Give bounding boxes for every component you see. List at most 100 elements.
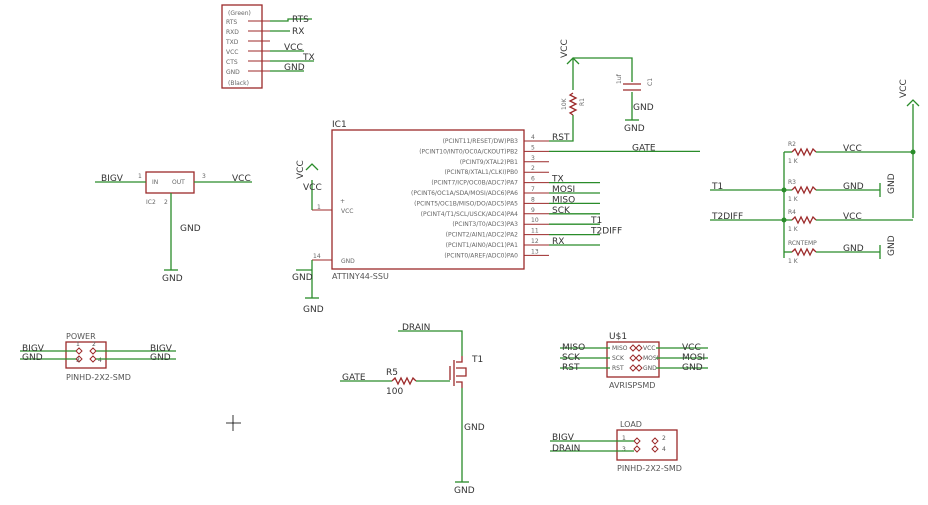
isp-name: U$1 xyxy=(609,332,627,342)
r3-resistor xyxy=(791,185,817,195)
ic1-pin-num-1: 1 xyxy=(317,204,321,211)
ic1-vcc-arrow xyxy=(305,163,319,171)
vcc-right-label: VCC xyxy=(899,79,909,98)
net-t1: T1 xyxy=(711,182,723,192)
power-pin-3: 3 xyxy=(76,357,80,364)
ic1-net-label: T1 xyxy=(590,216,602,226)
mosfet-gnd-net: GND xyxy=(464,423,485,433)
sensor-network[interactable]: VCC R2 1 K R3 1 K R4 1 K RCNTEMP 1 K T1 … xyxy=(710,79,920,265)
r1-value: 10K xyxy=(561,97,568,110)
rcntemp-resistor xyxy=(791,247,817,257)
ic1-pin-label: (PCINT0/AREF/ADC0)PA0 xyxy=(444,252,518,259)
load-pin-1: 1 xyxy=(622,435,626,442)
isp-part: AVRISPSMD xyxy=(609,381,655,390)
ftdi-label-vcc: VCC xyxy=(226,49,238,56)
ic1-net-label: TX xyxy=(551,175,564,185)
ic2-name: IC2 xyxy=(146,199,156,206)
r4-value: 1 K xyxy=(788,226,799,233)
ic1-pin-num: 4 xyxy=(531,134,535,141)
ic1-pin-num: 12 xyxy=(531,238,539,245)
ic2-pin-out: 3 xyxy=(202,173,206,180)
vcc-r1-label: VCC xyxy=(560,39,570,58)
ftdi-label-black: (Black) xyxy=(228,80,249,87)
r5-name: R5 xyxy=(386,368,398,378)
isp-net-rst: RST xyxy=(562,363,580,373)
ic2-net-gnd: GND xyxy=(180,224,201,234)
power-part: PINHD-2X2-SMD xyxy=(66,373,131,382)
power-connector[interactable]: POWER PINHD-2X2-SMD 1 2 3 4 BIGV GND BIG… xyxy=(20,332,176,382)
mosfet-t1[interactable]: DRAIN T1 GATE R5 100 GND GND xyxy=(340,323,485,496)
ftdi-net-vcc: VCC xyxy=(284,43,303,53)
net-vcc-r2: VCC xyxy=(843,144,862,154)
ic1-pin-label: (PCINT3/T0/ADC3)PA3 xyxy=(452,221,518,228)
rst-wire xyxy=(549,115,574,142)
ic1-gnd-net: GND xyxy=(292,273,313,283)
ftdi-label-green: (Green) xyxy=(228,10,251,17)
ic1-pin-num: 6 xyxy=(531,176,535,183)
ic1-supply: VCC VCC GND GND xyxy=(292,160,324,315)
ic1-pin-num: 7 xyxy=(531,186,535,193)
ic2-gnd-label: GND xyxy=(162,274,183,284)
ftdi-net-gnd: GND xyxy=(284,63,305,73)
r4-resistor xyxy=(791,215,817,225)
ic1-pin-num-14: 14 xyxy=(313,253,321,260)
ftdi-label-rxd: RXD xyxy=(226,29,239,36)
power-net-gnd-right: GND xyxy=(150,353,171,363)
mosfet-name: T1 xyxy=(471,355,483,365)
ic1-pin-label: (PCINT5/OC1B/MISO/DO/ADC5)PA5 xyxy=(414,200,518,207)
ic2-net-out: VCC xyxy=(232,174,251,184)
ftdi-net-tx: TX xyxy=(302,53,315,63)
load-pin-3: 3 xyxy=(622,446,626,453)
ftdi-label-gnd: GND xyxy=(226,69,240,76)
ic1-net-label: MISO xyxy=(552,195,575,205)
isp-pin-sck: SCK xyxy=(612,355,625,362)
r2-name: R2 xyxy=(788,141,796,148)
ic1-origin-mark: + xyxy=(340,198,345,205)
load-pads xyxy=(633,437,659,453)
power-pads xyxy=(75,347,97,363)
drain-net: DRAIN xyxy=(402,323,430,333)
rcntemp-value: 1 K xyxy=(788,258,799,265)
ic1-body xyxy=(331,129,525,270)
ftdi-net-rts: RTS xyxy=(292,15,309,25)
ftdi-net-rx: RX xyxy=(292,27,304,37)
ic1-attiny44[interactable]: IC1 ATTINY44-SSU VCC GND 1 14 + (PCINT11… xyxy=(312,120,700,281)
ic1-net-label: RST xyxy=(552,133,570,143)
ic1-vcc-net: VCC xyxy=(303,183,322,193)
ic2-out-label: OUT xyxy=(172,179,185,186)
ic2-in-label: IN xyxy=(152,179,158,186)
load-net-drain: DRAIN xyxy=(552,444,580,454)
load-body xyxy=(616,429,678,461)
isp-pin-rst: RST xyxy=(612,365,624,372)
ic1-net-label: MOSI xyxy=(552,185,575,195)
ic2-regulator[interactable]: IN OUT 1 3 IC2 2 BIGV VCC GND GND xyxy=(95,171,252,284)
ic2-net-in: BIGV xyxy=(101,174,124,184)
r1-resistor xyxy=(568,92,578,116)
c1-gnd-label: GND xyxy=(624,124,645,134)
power-pin-1: 1 xyxy=(76,341,80,348)
ic1-pin-num: 8 xyxy=(531,196,535,203)
ic1-pin-num: 3 xyxy=(531,155,535,162)
power-right-wires xyxy=(96,350,176,360)
load-pin-2: 2 xyxy=(662,435,666,442)
isp-pin-mosi: MOSI xyxy=(643,355,659,362)
crosshair-cursor-icon xyxy=(226,415,241,431)
drain-wire xyxy=(398,330,463,356)
r3-value: 1 K xyxy=(788,196,799,203)
isp-net-miso: MISO xyxy=(562,343,585,353)
ic1-pin-label: (PCINT8/XTAL1/CLKI)PB0 xyxy=(444,169,518,176)
power-body xyxy=(65,341,107,369)
load-part: PINHD-2X2-SMD xyxy=(617,464,682,473)
ftdi-header[interactable]: (Green) RTS RXD TXD VCC CTS GND (Black) … xyxy=(221,4,315,89)
c1-name: C1 xyxy=(647,78,654,86)
ic1-pin-num: 5 xyxy=(531,144,535,151)
isp-header[interactable]: U$1 AVRISPSMD MISO VCC SCK MOSI RST GND … xyxy=(560,332,708,390)
ic1-gnd-label: GND xyxy=(341,258,355,265)
reset-circuit[interactable]: 10K R1 VCC 1uf C1 GND GND xyxy=(549,39,654,142)
junction-t1 xyxy=(781,187,787,193)
load-connector[interactable]: LOAD PINHD-2X2-SMD 1 2 3 4 BIGV DRAIN xyxy=(550,420,682,473)
ic1-pin-num: 10 xyxy=(531,217,539,224)
r3-name: R3 xyxy=(788,179,796,186)
